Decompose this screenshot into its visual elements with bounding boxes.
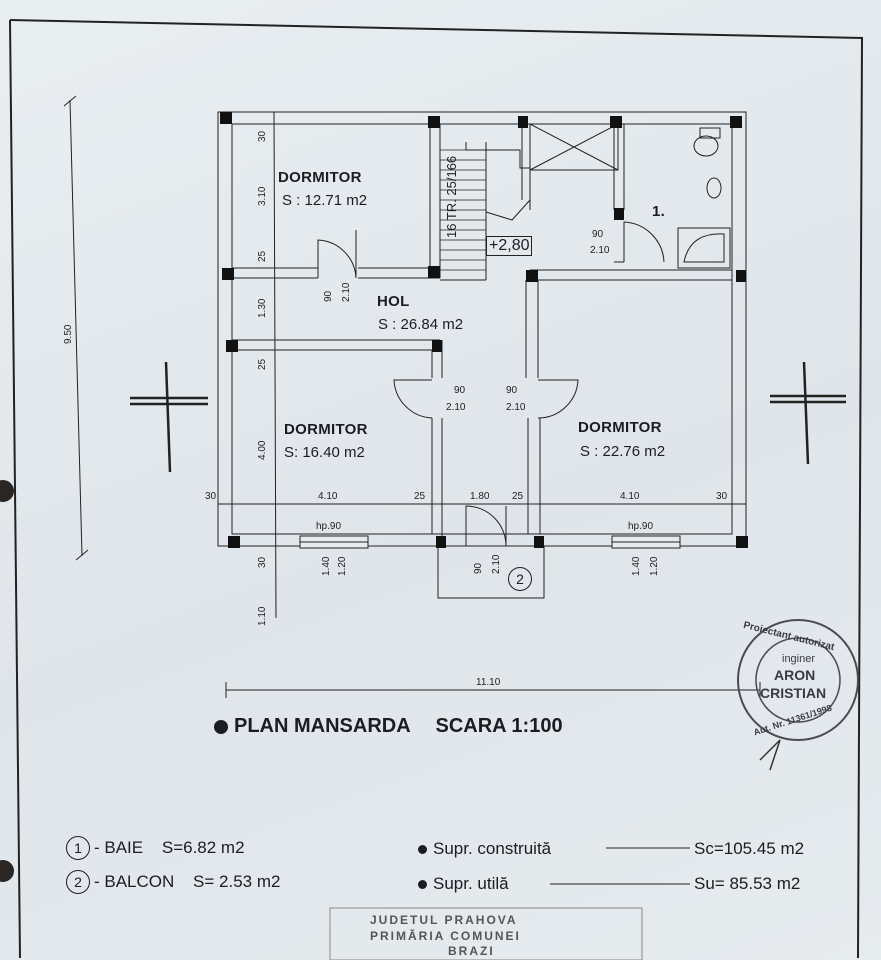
dim-left-seg-7: 30 xyxy=(257,556,268,568)
room-bedroom-2-name: DORMITOR xyxy=(284,421,368,438)
room-hall-area: S : 26.84 m2 xyxy=(378,316,464,333)
dim-left-seg-2: 3.10 xyxy=(257,186,268,206)
room-bedroom-1-name: DORMITOR xyxy=(278,169,362,186)
dim-left-seg-3: 25 xyxy=(257,250,268,262)
door-3-height: 2.10 xyxy=(446,402,466,413)
window-1-sill: 1.40 xyxy=(321,556,332,576)
dim-left-total: 9.50 xyxy=(63,324,74,344)
dim-bottom-seg-2: 4.10 xyxy=(318,491,338,502)
legend-item-balcony: 2- BALCON S= 2.53 m2 xyxy=(66,870,280,894)
door-2-width: 90 xyxy=(592,229,604,240)
useful-area-bullet-icon xyxy=(418,880,427,890)
door-4-width: 90 xyxy=(506,385,518,396)
door-3-width: 90 xyxy=(454,385,466,396)
room-bedroom-2-area: S: 16.40 m2 xyxy=(284,444,365,461)
dim-bottom-seg-1: 30 xyxy=(205,491,217,502)
room-bedroom-1-area: S : 12.71 m2 xyxy=(282,192,368,209)
total-useful-area-label: Supr. utilă xyxy=(418,875,509,892)
window-2-label: hp.90 xyxy=(628,521,654,532)
door-4-height: 2.10 xyxy=(506,402,526,413)
dim-bottom-seg-5: 25 xyxy=(512,491,524,502)
footer-line-2: PRIMĂRIA COMUNEI xyxy=(370,929,521,943)
footer-line-1: JUDETUL PRAHOVA xyxy=(370,913,518,927)
legend-balcony-area: S= 2.53 m2 xyxy=(193,872,281,891)
plan-scale: SCARA 1:100 xyxy=(435,715,563,737)
useful-area-text: Supr. utilă xyxy=(433,874,509,893)
dim-left-seg-6: 4.00 xyxy=(257,440,268,460)
plan-title: PLAN MANSARDA SCARA 1:100 xyxy=(214,716,563,736)
balcony-tag: 2 xyxy=(508,567,536,591)
binder-hole-bottom xyxy=(0,860,14,882)
door-5-width: 90 xyxy=(473,562,484,574)
dim-left-seg-8: 1.10 xyxy=(257,606,268,626)
built-area-bullet-icon xyxy=(418,845,427,855)
stamp-line-4: CRISTIAN xyxy=(760,685,827,701)
dim-left-seg-5: 25 xyxy=(257,358,268,370)
dim-overall: 11.10 xyxy=(476,677,501,688)
legend-bathroom-num: 1 xyxy=(66,836,90,860)
window-1-height: 1.20 xyxy=(337,556,348,576)
door-2-height: 2.10 xyxy=(590,245,610,256)
total-built-area-label: Supr. construită xyxy=(418,840,551,857)
door-5-height: 2.10 xyxy=(491,554,502,574)
title-bullet-icon xyxy=(214,719,228,734)
dim-bottom-seg-6: 4.10 xyxy=(620,491,640,502)
total-useful-area-value: Su= 85.53 m2 xyxy=(694,874,801,893)
balcony-tag-circle: 2 xyxy=(508,567,532,591)
dim-bottom-seg-3: 25 xyxy=(414,491,426,502)
binder-hole-top xyxy=(0,480,14,502)
total-built-area-value: Sc=105.45 m2 xyxy=(694,839,805,858)
legend-balcony-num: 2 xyxy=(66,870,90,894)
room-hall-name: HOL xyxy=(377,293,410,310)
legend-bathroom-area: S=6.82 m2 xyxy=(161,838,245,857)
room-bedroom-3-name: DORMITOR xyxy=(578,419,662,436)
legend-balcony-label: - BALCON xyxy=(94,872,175,891)
window-2-height: 1.20 xyxy=(649,556,660,576)
built-area-text: Supr. construită xyxy=(433,839,552,858)
door-1-height: 2.10 xyxy=(341,282,352,302)
dim-left-seg-4: 1.30 xyxy=(257,298,268,318)
stamp-line-3: ARON xyxy=(774,667,816,683)
stairs-level: +2,80 xyxy=(486,236,533,256)
legend-item-bathroom: 1- BAIE S=6.82 m2 xyxy=(66,836,245,860)
room-bedroom-3-area: S : 22.76 m2 xyxy=(580,443,666,460)
bathroom-tag: 1. xyxy=(652,203,666,220)
door-1-width: 90 xyxy=(323,290,334,302)
dim-left-seg-1: 30 xyxy=(257,130,268,142)
stairs-count: 16 TR. 25/166 xyxy=(444,155,459,238)
dim-bottom-seg-4: 1.80 xyxy=(470,491,490,502)
window-2-sill: 1.40 xyxy=(631,556,642,576)
legend-bathroom-label: - BAIE xyxy=(94,838,144,857)
stamp-line-2: inginer xyxy=(782,653,816,665)
window-1-label: hp.90 xyxy=(316,521,342,532)
footer-line-3: BRAZI xyxy=(448,944,495,958)
plan-title-text: PLAN MANSARDA xyxy=(234,715,410,737)
dim-bottom-seg-7: 30 xyxy=(716,491,728,502)
